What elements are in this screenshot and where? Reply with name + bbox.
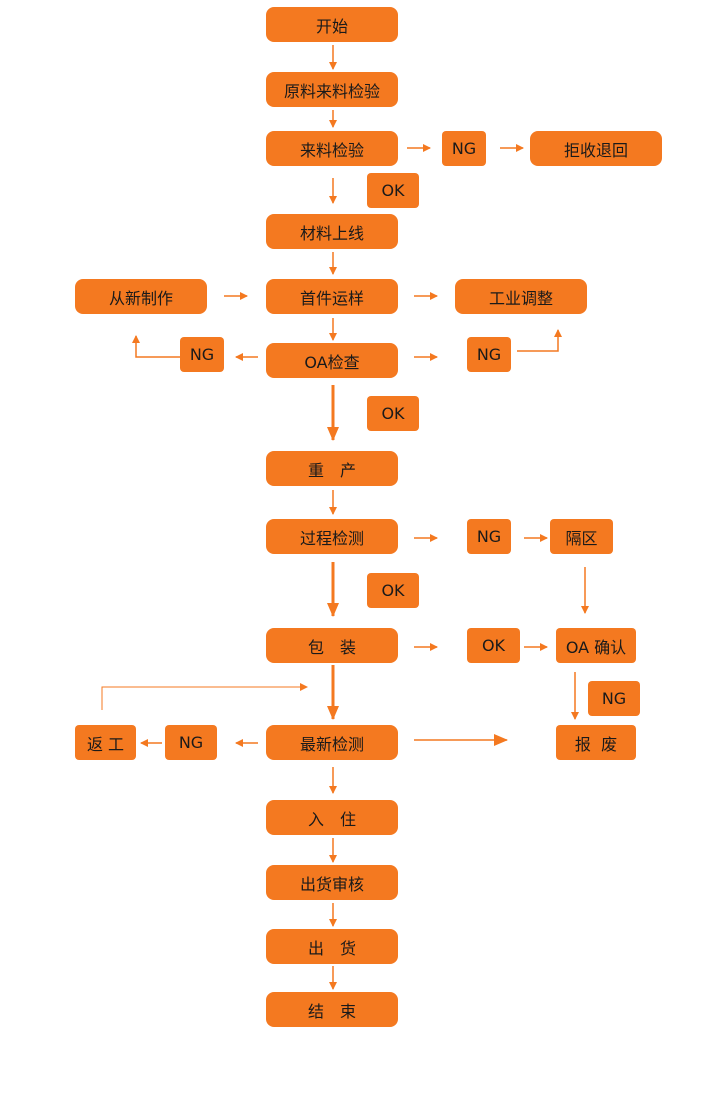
oa-confirm-node: OA 确认 bbox=[556, 628, 636, 663]
end-node: 结 束 bbox=[266, 992, 398, 1027]
raw-material-inspection-node: 原料来料检验 bbox=[266, 72, 398, 107]
shipment-review-node: 出货审核 bbox=[266, 865, 398, 900]
isolation-node: 隔区 bbox=[550, 519, 613, 554]
process-adjust-node: 工业调整 bbox=[455, 279, 587, 314]
shipment-node: 出 货 bbox=[266, 929, 398, 964]
confirm-ng-node: NG bbox=[588, 681, 640, 716]
arrow-rework-loop bbox=[101, 683, 308, 710]
incoming-ok-node: OK bbox=[367, 173, 419, 208]
incoming-inspection-node: 来料检验 bbox=[266, 131, 398, 166]
reject-return-node: 拒收退回 bbox=[530, 131, 662, 166]
material-online-node: 材料上线 bbox=[266, 214, 398, 249]
scrap-node: 报 废 bbox=[556, 725, 636, 760]
mass-production-node: 重 产 bbox=[266, 451, 398, 486]
warehousing-node: 入 住 bbox=[266, 800, 398, 835]
process-inspection-node: 过程检测 bbox=[266, 519, 398, 554]
final-inspection-node: 最新检测 bbox=[266, 725, 398, 760]
first-article-node: 首件运样 bbox=[266, 279, 398, 314]
rework-node: 返 工 bbox=[75, 725, 136, 760]
remake-node: 从新制作 bbox=[75, 279, 207, 314]
oa-ng-right-node: NG bbox=[467, 337, 511, 372]
oa-ok-node: OK bbox=[367, 396, 419, 431]
oa-ng-left-node: NG bbox=[180, 337, 224, 372]
oa-check-node: OA检查 bbox=[266, 343, 398, 378]
process-ok-node: OK bbox=[367, 573, 419, 608]
process-ng-node: NG bbox=[467, 519, 511, 554]
packaging-node: 包 装 bbox=[266, 628, 398, 663]
incoming-ng-node: NG bbox=[442, 131, 486, 166]
arrow-ng-left-to-remake bbox=[132, 335, 180, 358]
packaging-ok-node: OK bbox=[467, 628, 520, 663]
start-node: 开始 bbox=[266, 7, 398, 42]
final-ng-node: NG bbox=[165, 725, 217, 760]
arrow-ng-right-to-adjust bbox=[517, 329, 562, 352]
